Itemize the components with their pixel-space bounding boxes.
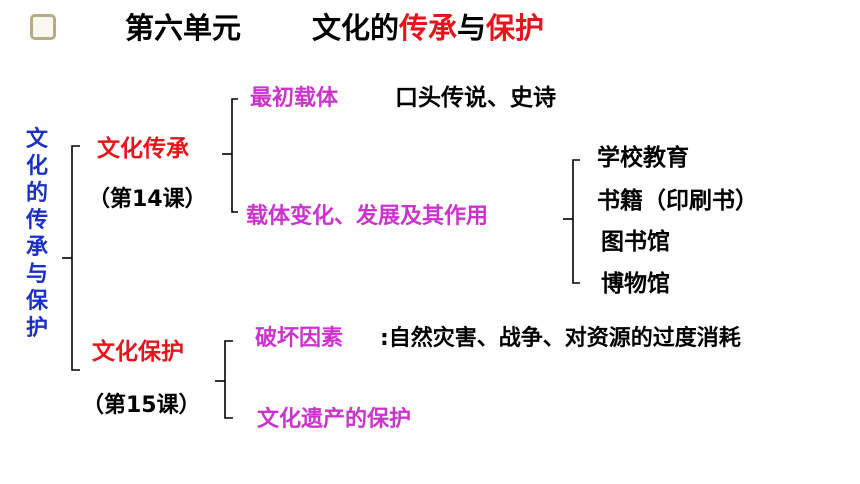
- initial-carrier-value: 口头传说、史诗: [395, 85, 556, 111]
- title-part1: 文化的: [312, 11, 400, 45]
- child-school-education: 学校教育: [597, 145, 689, 171]
- heritage-protection-label: 文化遗产的保护: [257, 407, 412, 432]
- unit-label: 第六单元: [125, 11, 242, 45]
- child-museum: 博物馆: [601, 271, 670, 297]
- child-library: 图书馆: [601, 229, 670, 255]
- destruction-factors-label: 破坏因素: [255, 326, 344, 351]
- inherit-lesson: （第14课）: [88, 187, 207, 212]
- checkbox-icon: [30, 14, 56, 40]
- page-title: 文化的传承与保护: [312, 14, 544, 43]
- title-highlight-protect: 保护: [486, 11, 545, 45]
- destruction-factors-value: :自然灾害、战争、对资源的过度消耗: [380, 326, 741, 351]
- protect-lesson: （第15课）: [82, 393, 201, 418]
- protect-title: 文化保护: [92, 339, 184, 365]
- root-vertical-title: 文 化 的 传 承 与 保 护: [25, 127, 48, 341]
- carrier-change-label: 载体变化、发展及其作用: [246, 204, 489, 229]
- child-books: 书籍（印刷书）: [597, 188, 758, 214]
- title-part2: 与: [457, 11, 487, 45]
- title-highlight-inherit: 传承: [399, 11, 458, 45]
- initial-carrier-label: 最初载体: [250, 86, 339, 111]
- inherit-title: 文化传承: [97, 136, 189, 162]
